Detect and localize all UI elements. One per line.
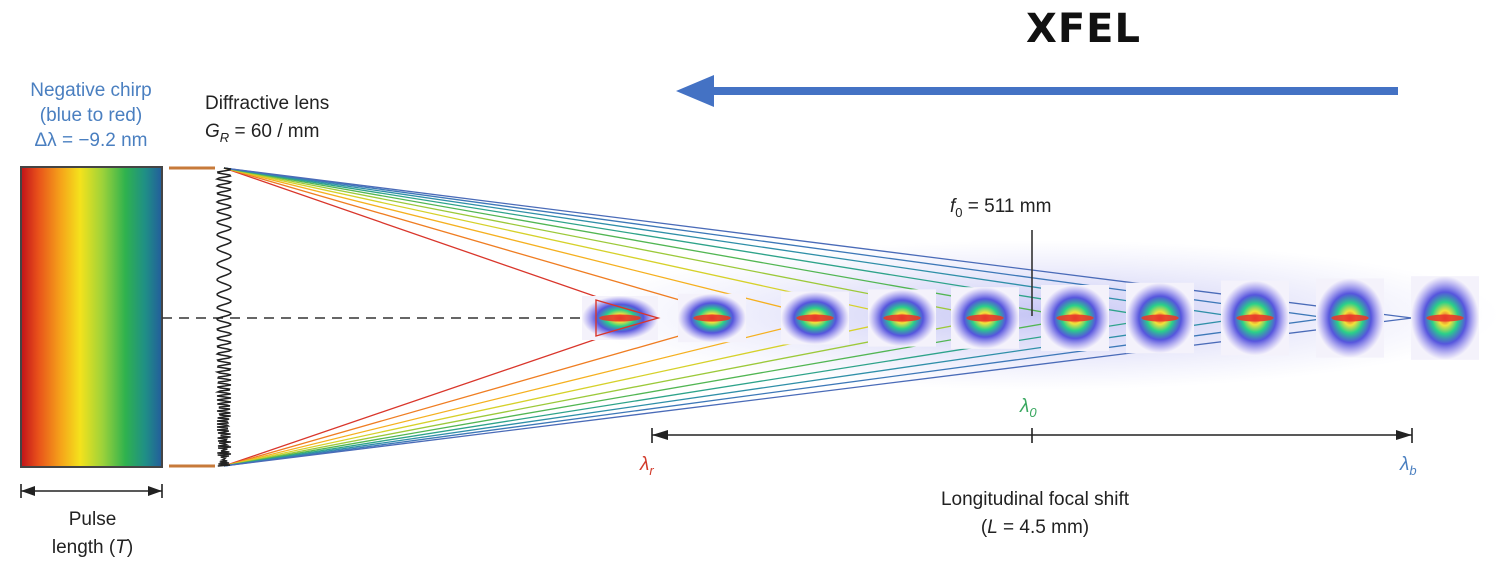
chirp-line-1: Negative chirp bbox=[30, 80, 152, 101]
lens-grating-density: GR = 60 / mm bbox=[205, 118, 329, 152]
ray-upper bbox=[223, 167, 742, 319]
lens-subscript: R bbox=[219, 129, 230, 145]
spot-core bbox=[693, 314, 731, 322]
pulse-prefix: length ( bbox=[51, 537, 116, 558]
lens-value: = 60 / mm bbox=[229, 121, 320, 142]
focal-length-label: f0 = 511 mm bbox=[950, 196, 1051, 220]
xfel-direction-arrow bbox=[676, 75, 1398, 107]
focal-spot bbox=[1221, 280, 1289, 356]
shift-open: ( bbox=[980, 517, 988, 538]
spot-core bbox=[599, 314, 641, 322]
focal-shift-label: Longitudinal focal shift (L = 4.5 mm) bbox=[880, 486, 1190, 542]
lambda-center-sub: 0 bbox=[1029, 404, 1037, 420]
lambda-red-symbol: λ bbox=[640, 454, 650, 475]
focal-spot bbox=[868, 289, 936, 347]
spot-core bbox=[1141, 314, 1179, 322]
shift-line-2: (L = 4.5 mm) bbox=[880, 514, 1190, 542]
pulse-line-1: Pulse bbox=[68, 509, 117, 530]
ray-upper bbox=[223, 167, 659, 319]
lens-wave bbox=[214, 167, 234, 467]
negative-chirp-label: Negative chirp (blue to red) Δλ = −9.2 n… bbox=[6, 78, 176, 153]
pulse-symbol: T bbox=[115, 537, 127, 558]
lambda-center-symbol: λ bbox=[1020, 396, 1030, 417]
ray-upper bbox=[223, 167, 1413, 319]
shift-line-1: Longitudinal focal shift bbox=[940, 489, 1129, 510]
spot-core bbox=[1056, 314, 1094, 322]
ray-lower bbox=[223, 317, 994, 467]
pulse-length-bracket bbox=[20, 484, 163, 498]
pulse-line-2: length (T) bbox=[20, 534, 165, 562]
ray-upper bbox=[223, 167, 826, 319]
focal-spot bbox=[678, 293, 746, 343]
focal-spot bbox=[951, 287, 1019, 349]
red-focus-apex bbox=[595, 299, 661, 337]
spot-core bbox=[966, 314, 1004, 322]
lambda-center-label: λ0 bbox=[1020, 396, 1037, 420]
lens-symbol: G bbox=[205, 121, 220, 142]
focal-spot-series bbox=[582, 276, 1479, 360]
chirp-line-3: Δλ = −9.2 nm bbox=[6, 128, 176, 153]
focal-spot bbox=[781, 291, 849, 345]
focal-shift-bracket bbox=[651, 428, 1413, 443]
pulse-length-label: Pulse length (T) bbox=[20, 506, 165, 562]
focal-spot bbox=[1126, 282, 1194, 354]
pulse-lens-connectors bbox=[169, 166, 215, 468]
focal-value: = 511 mm bbox=[962, 196, 1052, 217]
pulse-suffix: ) bbox=[126, 537, 134, 558]
shift-symbol: L bbox=[987, 517, 998, 538]
ray-lower bbox=[223, 317, 742, 467]
focal-spot bbox=[1411, 276, 1479, 360]
lambda-blue-symbol: λ bbox=[1400, 454, 1410, 475]
ray-lower bbox=[223, 317, 826, 467]
chirp-delta-value: = −9.2 nm bbox=[56, 130, 148, 151]
lambda-blue-label: λb bbox=[1400, 454, 1417, 478]
spot-core bbox=[796, 314, 834, 322]
focal-symbol: f bbox=[950, 196, 956, 217]
chirp-line-2: (blue to red) bbox=[39, 105, 143, 126]
lambda-red-label: λr bbox=[640, 454, 654, 478]
spot-core bbox=[1426, 314, 1464, 322]
focal-spot bbox=[1041, 285, 1109, 351]
focal-spot bbox=[1316, 278, 1384, 358]
focal-subscript: 0 bbox=[955, 204, 963, 220]
xfel-title: XFEL bbox=[1026, 6, 1141, 52]
chirp-delta-symbol: Δλ bbox=[34, 130, 57, 151]
ray-lower bbox=[223, 317, 1413, 467]
spot-core bbox=[1236, 314, 1274, 322]
ray-upper bbox=[223, 167, 994, 319]
shift-value: = 4.5 mm) bbox=[997, 517, 1090, 538]
focal-spot bbox=[582, 296, 658, 340]
lambda-blue-sub: b bbox=[1409, 462, 1417, 478]
spot-core bbox=[1331, 314, 1369, 322]
lens-title: Diffractive lens bbox=[205, 93, 330, 114]
spot-core bbox=[883, 314, 921, 322]
chirped-pulse-spectrum bbox=[20, 166, 163, 468]
lambda-red-sub: r bbox=[649, 462, 654, 478]
ray-lower bbox=[223, 317, 659, 467]
diffractive-lens-zone-plate bbox=[214, 167, 234, 467]
diffractive-lens-label: Diffractive lens GR = 60 / mm bbox=[205, 90, 329, 152]
